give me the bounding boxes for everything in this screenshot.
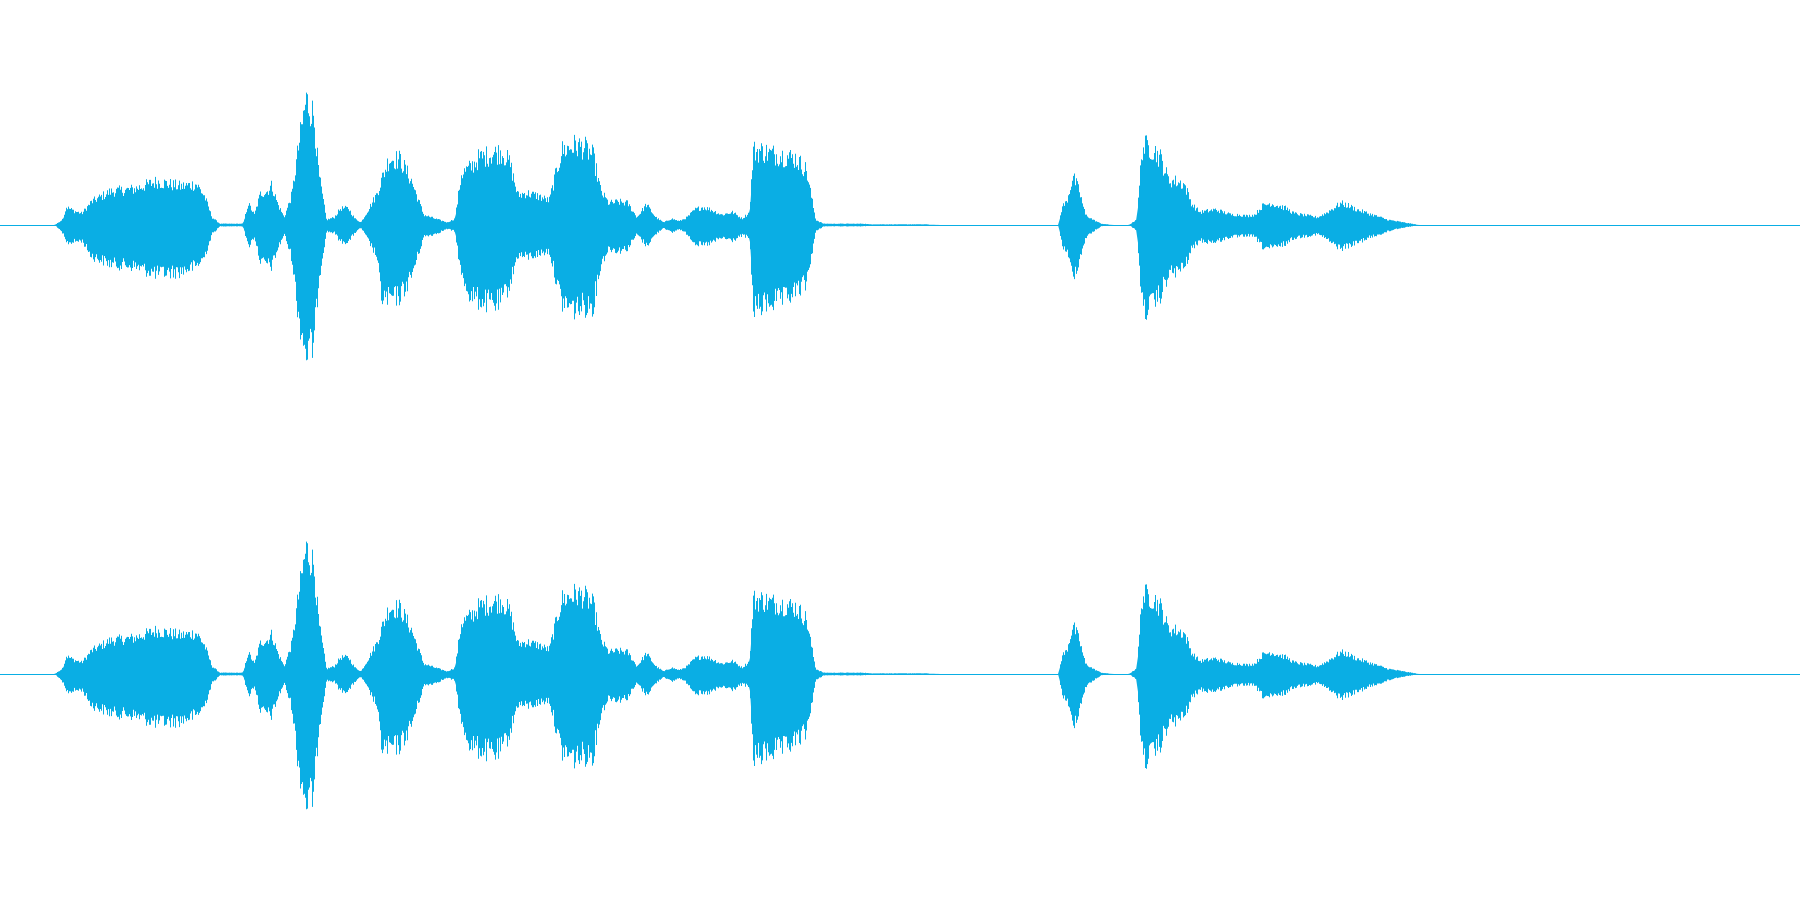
channels-group: [0, 92, 1800, 810]
channel-2-peak-lines: [56, 541, 1416, 810]
channel-1-waveform: [0, 92, 1800, 361]
channel-2-waveform: [0, 541, 1800, 810]
channel-1-peak-lines: [56, 92, 1416, 361]
